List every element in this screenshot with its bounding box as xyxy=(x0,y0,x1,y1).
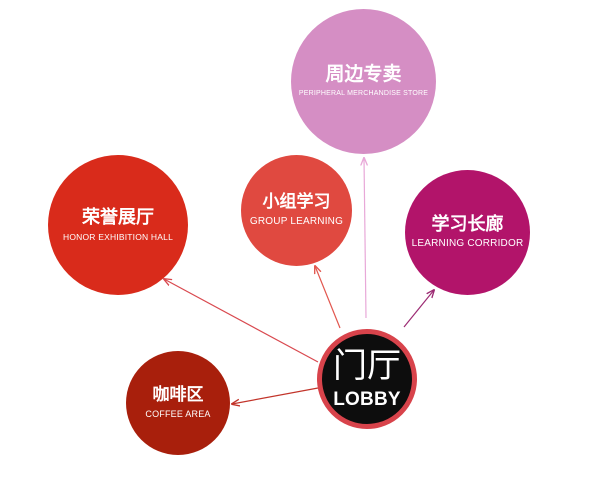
node-title-en: LEARNING CORRIDOR xyxy=(411,238,524,250)
node-title-en: COFFEE AREA xyxy=(145,408,211,419)
node-coffee-area: 咖啡区 COFFEE AREA xyxy=(126,351,230,455)
node-title-zh: 荣誉展厅 xyxy=(82,207,154,229)
node-title-zh: 周边专卖 xyxy=(325,63,402,86)
node-title-zh: 咖啡区 xyxy=(152,385,204,406)
node-title-zh: 学习长廊 xyxy=(431,213,504,235)
arrow-lobby-to-coffee xyxy=(232,387,319,404)
node-group-learning: 小组学习 GROUP LEARNING xyxy=(241,155,352,266)
arrow-lobby-to-honor xyxy=(164,279,319,363)
lobby-title-zh: 门厅 xyxy=(333,345,401,386)
arrow-lobby-to-group xyxy=(315,266,341,329)
arrow-lobby-to-corridor xyxy=(403,290,434,328)
node-title-en: GROUP LEARNING xyxy=(249,215,344,227)
node-peripheral-merchandise-store: 周边专卖 PERIPHERAL MERCHANDISE STORE xyxy=(291,9,436,154)
node-lobby: 门厅 LOBBY xyxy=(317,329,417,429)
node-title-zh: 小组学习 xyxy=(262,192,331,213)
node-title-en: PERIPHERAL MERCHANDISE STORE xyxy=(298,90,429,98)
node-honor-exhibition-hall: 荣誉展厅 HONOR EXHIBITION HALL xyxy=(48,155,188,295)
node-title-en: HONOR EXHIBITION HALL xyxy=(63,231,173,242)
arrow-lobby-to-merch xyxy=(364,158,366,319)
lobby-title-en: LOBBY xyxy=(333,388,401,410)
node-learning-corridor: 学习长廊 LEARNING CORRIDOR xyxy=(405,170,530,295)
